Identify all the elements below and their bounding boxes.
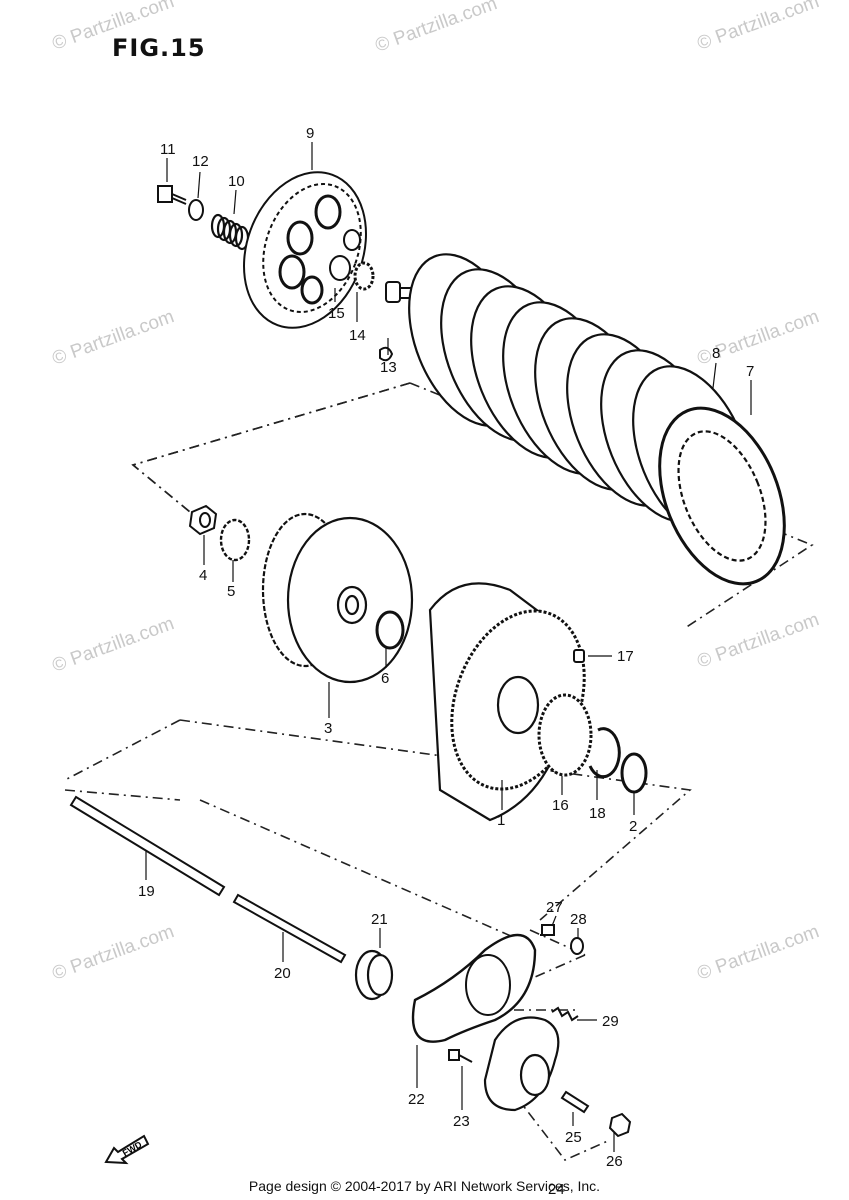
circlip-part-18 bbox=[588, 727, 621, 779]
nut-part-26 bbox=[608, 1112, 632, 1138]
screw-part-23 bbox=[448, 1049, 473, 1063]
screw-part-27 bbox=[540, 924, 555, 936]
callout-20: 20 bbox=[274, 965, 291, 982]
upper-assembly-outline bbox=[131, 382, 411, 513]
callout-27: 27 bbox=[546, 899, 563, 916]
callout-6: 6 bbox=[381, 670, 389, 687]
fwd-arrow-icon: FWD bbox=[104, 1134, 150, 1165]
callout-19: 19 bbox=[138, 883, 155, 900]
gear-part-16 bbox=[537, 693, 593, 777]
bearing-part-14 bbox=[353, 261, 375, 291]
callout-1: 1 bbox=[497, 812, 505, 829]
watermark: © Partzilla.com bbox=[373, 0, 500, 57]
callout-18: 18 bbox=[589, 805, 606, 822]
callout-16: 16 bbox=[552, 797, 569, 814]
callout-15: 15 bbox=[328, 305, 345, 322]
washer-part-12 bbox=[188, 199, 204, 221]
callout-7: 7 bbox=[746, 363, 754, 380]
callout-26: 26 bbox=[606, 1153, 623, 1170]
piece-part-21 bbox=[354, 949, 394, 1001]
pushrod-part-19 bbox=[69, 795, 226, 897]
watermark: © Partzilla.com bbox=[50, 306, 177, 370]
callout-24: 24 bbox=[548, 1181, 565, 1198]
figure-title: FIG.15 bbox=[112, 34, 206, 62]
washer-part-28 bbox=[570, 937, 584, 955]
watermark: © Partzilla.com bbox=[695, 609, 822, 673]
callout-28: 28 bbox=[570, 911, 587, 928]
watermark: © Partzilla.com bbox=[50, 921, 177, 985]
lockwasher-part-5 bbox=[219, 518, 251, 562]
callout-13: 13 bbox=[380, 359, 397, 376]
nut-part-4 bbox=[188, 504, 218, 536]
watermark: © Partzilla.com bbox=[50, 613, 177, 677]
callout-8: 8 bbox=[712, 345, 720, 362]
callout-5: 5 bbox=[227, 583, 235, 600]
watermark: © Partzilla.com bbox=[695, 921, 822, 985]
callout-12: 12 bbox=[192, 153, 209, 170]
callout-4: 4 bbox=[199, 567, 207, 584]
spring-part-10 bbox=[210, 213, 250, 251]
lower-assembly-outline bbox=[64, 719, 692, 921]
release-part-24 bbox=[483, 1016, 560, 1112]
page-footer: Page design © 2004-2017 by ARI Network S… bbox=[248, 1178, 601, 1194]
clutch-plates-stack bbox=[408, 253, 786, 586]
spring-part-29 bbox=[551, 1006, 579, 1022]
callout-22: 22 bbox=[408, 1091, 425, 1108]
pin-part-17 bbox=[573, 649, 585, 663]
callout-25: 25 bbox=[565, 1129, 582, 1146]
gasket-hole bbox=[465, 954, 511, 1016]
callout-21: 21 bbox=[371, 911, 388, 928]
leader-lines bbox=[145, 142, 752, 1152]
pushrod-part-20 bbox=[232, 893, 347, 964]
bolt-part-11 bbox=[157, 185, 187, 205]
callout-2: 2 bbox=[629, 818, 637, 835]
callout-3: 3 bbox=[324, 720, 332, 737]
shaft-outline bbox=[199, 799, 521, 941]
callout-29: 29 bbox=[602, 1013, 619, 1030]
washer-part-6 bbox=[375, 610, 405, 650]
callout-labels: 11 12 10 9 15 14 13 8 7 4 5 6 3 17 16 18… bbox=[138, 125, 754, 1198]
clutch-hub-part-3 bbox=[261, 512, 414, 684]
callout-10: 10 bbox=[228, 173, 245, 190]
callout-11: 11 bbox=[160, 141, 176, 158]
callout-9: 9 bbox=[306, 125, 314, 142]
washer-part-2 bbox=[620, 752, 648, 794]
pushpiece-part-13 bbox=[379, 281, 419, 362]
callout-17: 17 bbox=[617, 648, 634, 665]
pressure-plate-part-9 bbox=[243, 171, 367, 329]
clutch-housing-part-1 bbox=[428, 582, 586, 822]
callout-14: 14 bbox=[349, 327, 366, 344]
watermark: © Partzilla.com bbox=[695, 0, 822, 55]
screw-part-25 bbox=[560, 1090, 590, 1114]
upper-assembly-outline bbox=[131, 382, 814, 629]
callout-23: 23 bbox=[453, 1113, 470, 1130]
